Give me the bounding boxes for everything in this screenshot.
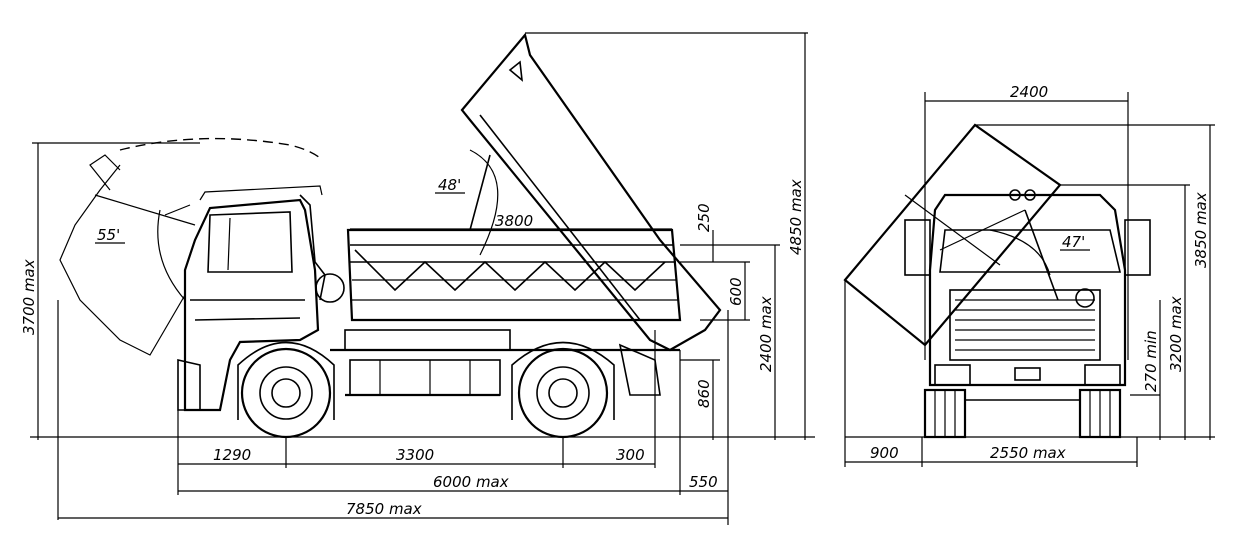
label-front-tilt-angle: 47' bbox=[1062, 233, 1085, 251]
right-mirror bbox=[1124, 219, 1151, 276]
label-side-height-2: 600 bbox=[727, 277, 745, 306]
label-raised-height: 4850 max bbox=[787, 179, 805, 255]
left-mirror bbox=[904, 219, 931, 276]
brand-emblem bbox=[1075, 288, 1095, 308]
label-loading-height: 2400 max bbox=[757, 296, 775, 372]
label-ground-clearance: 270 min bbox=[1142, 330, 1160, 392]
label-front-body-width: 2400 bbox=[1010, 83, 1048, 101]
label-cab-tilt-angle: 55' bbox=[97, 226, 120, 244]
label-total-length: 7850 max bbox=[346, 500, 422, 518]
label-body-length: 3800 bbox=[495, 212, 533, 230]
tip-angle-arc bbox=[469, 149, 499, 256]
front-cab bbox=[904, 189, 1151, 387]
label-rear-gap: 300 bbox=[616, 446, 645, 464]
side-view: 3700 max 55' 48' 3800 4850 max 250 600 2… bbox=[20, 32, 815, 525]
label-rear-overhang: 550 bbox=[689, 473, 718, 491]
raised-body bbox=[460, 32, 722, 352]
label-front-height: 3200 max bbox=[1167, 296, 1185, 372]
tilted-cab bbox=[59, 137, 321, 356]
label-side-height: 250 bbox=[695, 203, 713, 232]
front-wheel bbox=[237, 341, 335, 439]
rear-wheel bbox=[511, 341, 615, 439]
label-wheelbase: 3300 bbox=[396, 446, 434, 464]
cab-angle-arc bbox=[157, 209, 186, 301]
label-front-width: 2550 max bbox=[990, 444, 1066, 462]
label-overall-height: 3700 max bbox=[20, 259, 38, 335]
label-floor-height: 860 bbox=[695, 379, 713, 408]
chassis bbox=[330, 329, 680, 397]
label-side-offset: 900 bbox=[870, 444, 899, 462]
front-tilted-body bbox=[843, 123, 1062, 347]
label-front-raised-height: 3850 max bbox=[1192, 192, 1210, 268]
label-length: 6000 max bbox=[433, 473, 509, 491]
label-tip-angle: 48' bbox=[438, 176, 461, 194]
label-front-overhang: 1290 bbox=[213, 446, 251, 464]
front-view: 2400 3850 max 47' 3200 max 270 min 900 2… bbox=[843, 83, 1215, 467]
cab bbox=[177, 185, 345, 412]
front-wheels bbox=[923, 388, 1122, 439]
